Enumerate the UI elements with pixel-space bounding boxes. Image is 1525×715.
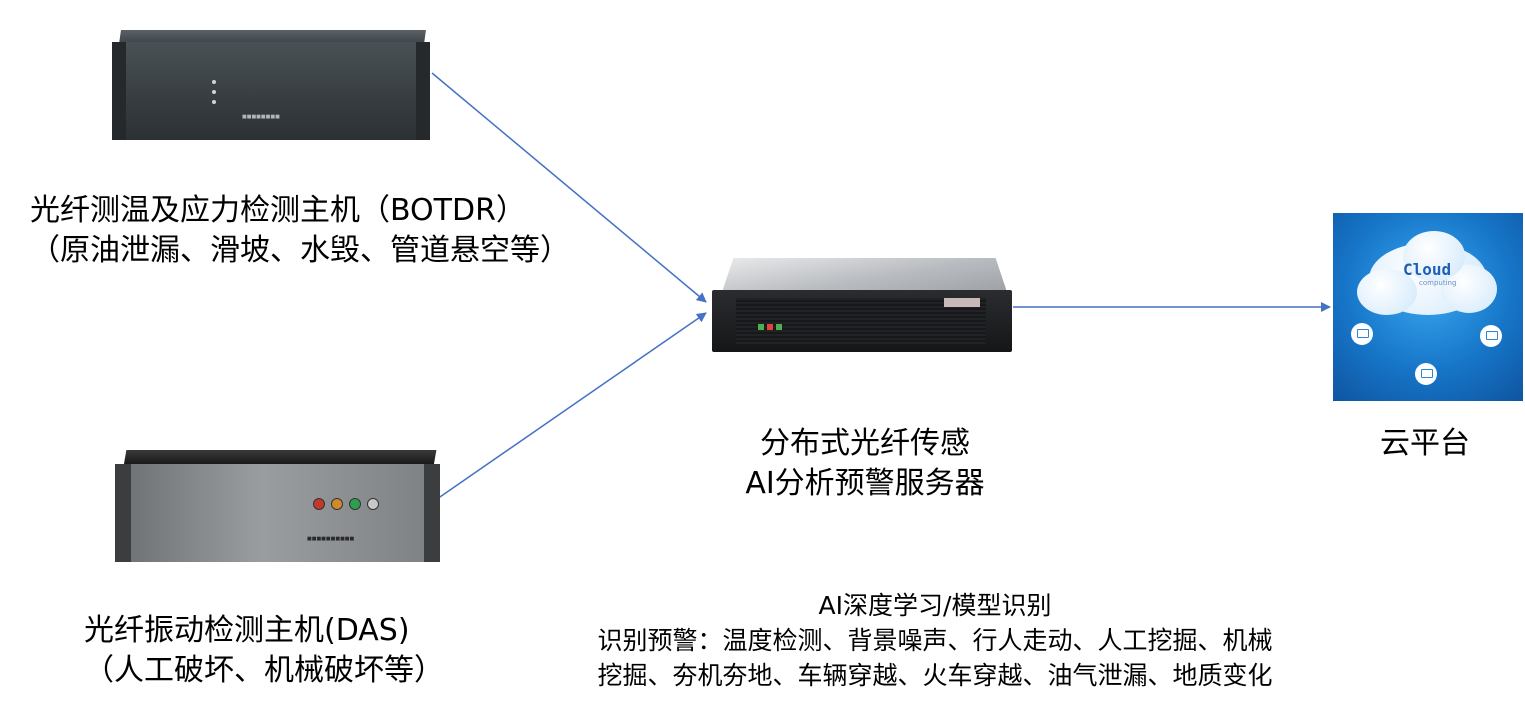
das-device-image: ■■■■■■■■■■	[115, 450, 440, 562]
ai-description: AI深度学习/模型识别 识别预警：温度检测、背景噪声、行人走动、人工挖掘、机械 …	[520, 588, 1350, 693]
monitor-icon	[1480, 325, 1502, 347]
ai-line-1: 识别预警：温度检测、背景噪声、行人走动、人工挖掘、机械	[597, 626, 1273, 655]
arrow-das-to-server	[436, 312, 707, 500]
cloud-label: 云平台	[1380, 426, 1470, 461]
ai-line-2: 挖掘、夯机夯地、车辆穿越、火车穿越、油气泄漏、地质变化	[597, 661, 1273, 690]
server-label-line2: AI分析预警服务器	[745, 466, 985, 501]
cloud-platform-image: Cloud computing	[1333, 213, 1523, 401]
server-device-image	[712, 258, 1012, 356]
das-subtitle: （人工破坏、机械破坏等）	[84, 653, 444, 688]
monitor-icon	[1415, 363, 1437, 385]
cloud-logo-sub: computing	[1419, 279, 1457, 287]
botdr-subtitle: （原油泄漏、滑坡、水毁、管道悬空等）	[30, 233, 570, 268]
das-title: 光纤振动检测主机(DAS)	[84, 613, 410, 648]
ai-heading: AI深度学习/模型识别	[818, 591, 1052, 620]
botdr-device-image: ■■■■■■■■	[112, 30, 430, 140]
server-label-line1: 分布式光纤传感	[760, 426, 970, 461]
cloud-logo-word: Cloud	[1403, 260, 1452, 279]
botdr-title: 光纤测温及应力检测主机（BOTDR）	[30, 193, 526, 228]
arrow-botdr-to-server	[431, 72, 707, 303]
monitor-icon	[1351, 323, 1373, 345]
